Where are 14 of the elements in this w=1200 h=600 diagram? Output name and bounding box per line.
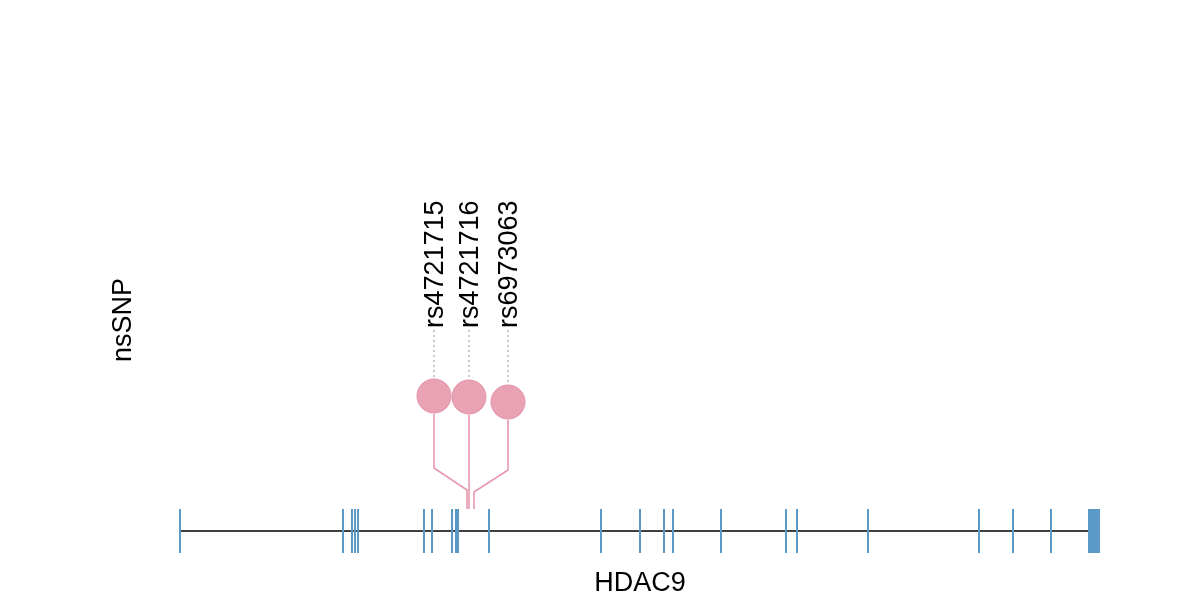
snp-id: rs4721716 [454,170,484,328]
track-label: nsSNP [107,278,137,363]
leader-line [468,329,470,380]
snp-id: rs6973063 [493,170,523,328]
lollipop-stem [473,419,509,510]
lollipop-stem [468,414,470,510]
leader-line [507,329,509,385]
snp-circle [490,384,526,420]
gene-name: HDAC9 [594,567,686,597]
snp-id: rs4721715 [419,170,449,328]
leader-line [433,329,435,379]
snp-circle [416,378,452,414]
snp-circle [451,379,487,415]
lollipop-stem [433,413,468,510]
